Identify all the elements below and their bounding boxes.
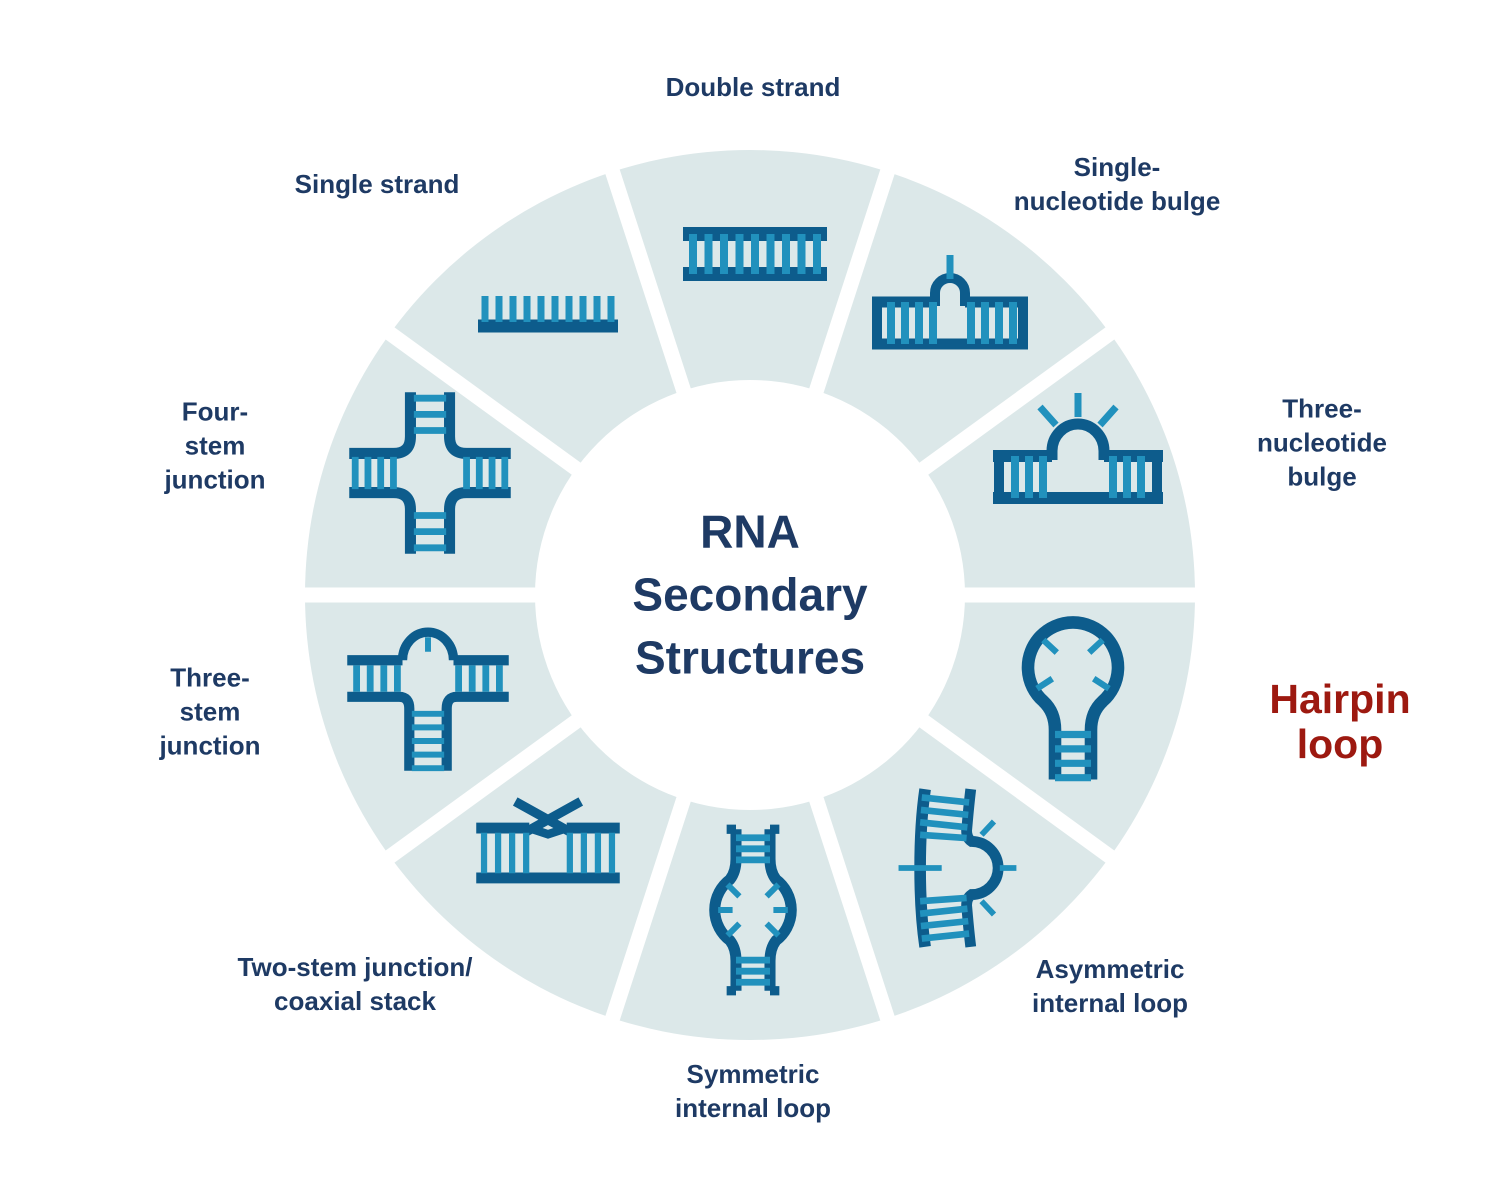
three-nucleotide-bulge-icon	[993, 393, 1163, 504]
ring-center-disc	[535, 380, 965, 810]
label-symmetric-internal-loop: Symmetric internal loop	[675, 1059, 831, 1123]
four-stem-junction-icon	[349, 392, 511, 554]
asymmetric-internal-loop-icon	[898, 788, 1017, 948]
label-three-nucleotide-bulge: Three- nucleotide bulge	[1256, 393, 1387, 491]
double-strand-icon	[683, 227, 827, 281]
symmetric-internal-loop-icon	[709, 824, 797, 996]
label-single-strand: Single strand	[294, 169, 460, 200]
label-asymmetric-internal-loop: Asymmetric internal loop	[1032, 954, 1188, 1018]
label-four-stem-junction: Four- stem junction	[164, 396, 266, 494]
label-three-stem-junction: Three- stem junction	[159, 662, 261, 760]
two-stem-junction-icon	[476, 797, 620, 884]
single-strand-icon	[478, 296, 618, 333]
label-single-nucleotide-bulge: Single- nucleotide bulge	[1013, 152, 1221, 216]
label-two-stem-junction: Two-stem junction/ coaxial stack	[237, 952, 473, 1016]
single-nucleotide-bulge-icon	[872, 255, 1028, 350]
hairpin-loop-icon	[1021, 616, 1125, 782]
diagram-title: RNA Secondary Structures	[632, 505, 868, 684]
three-stem-junction-icon	[347, 627, 509, 772]
label-hairpin-loop: Hairpin loop	[1269, 675, 1411, 767]
label-double-strand: Double strand	[665, 72, 841, 103]
structure-icons	[347, 227, 1163, 996]
wheel-ring	[290, 150, 1210, 1040]
